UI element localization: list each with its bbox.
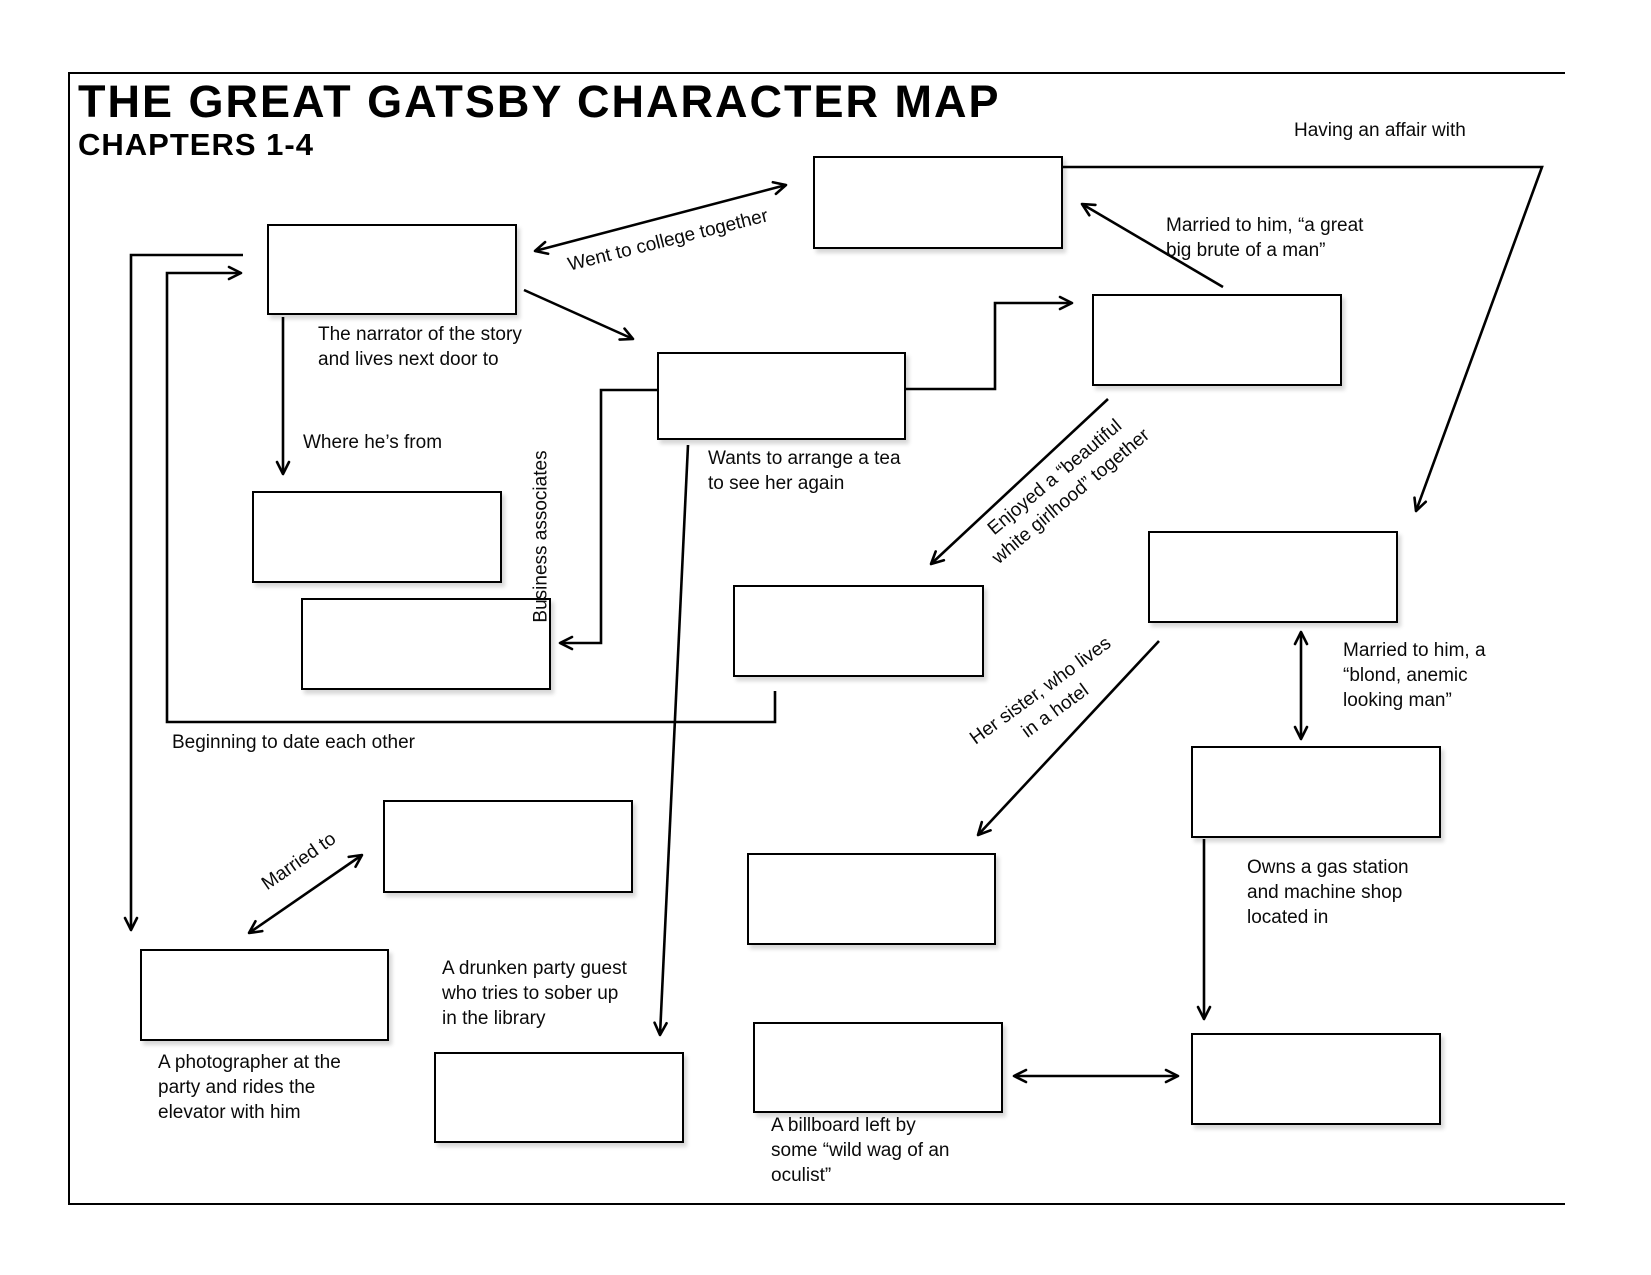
her-sister-arrow: [976, 640, 1160, 837]
gatsby-daisy-connector: [903, 295, 1074, 391]
label-married-blond-anemic: Married to him, a “blond, anemic looking…: [1343, 640, 1486, 711]
label-owns-gas-station: Owns a gas station and machine shop loca…: [1247, 857, 1409, 928]
page-border: [68, 72, 1565, 1205]
character-box-jordan: [733, 585, 984, 677]
label-photographer-elevator: A photographer at the party and rides th…: [158, 1052, 341, 1123]
dating-connector: [165, 265, 777, 724]
went-to-college-arrow: [533, 180, 788, 256]
character-box-catherine: [747, 853, 996, 945]
character-box-midwest: [252, 491, 502, 583]
label-drunken-party-guest: A drunken party guest who tries to sober…: [442, 958, 627, 1029]
character-box-eckleburg-billboard: [753, 1022, 1003, 1113]
character-box-wolfsheim: [301, 598, 551, 690]
character-box-valley-of-ashes: [1191, 1033, 1441, 1125]
label-wants-to-arrange-tea: Wants to arrange a tea to see her again: [708, 448, 901, 494]
girlhood-arrow: [929, 398, 1109, 566]
label-business-associates: Business associates: [530, 450, 552, 623]
married-brute-arrow: [1080, 202, 1224, 289]
label-billboard-oculist: A billboard left by some “wild wag of an…: [771, 1115, 950, 1186]
page-title: THE GREAT GATSBY CHARACTER MAP: [78, 76, 1001, 127]
label-married-big-brute: Married to him, “a great big brute of a …: [1166, 215, 1364, 261]
label-narrator-lives-next-door: The narrator of the story and lives next…: [318, 324, 522, 370]
having-affair-arrow: [1061, 165, 1544, 513]
label-having-an-affair-with: Having an affair with: [1294, 120, 1466, 141]
label-beginning-to-date: Beginning to date each other: [172, 732, 415, 753]
lives-next-door-arrow: [523, 288, 635, 341]
character-box-mckee: [140, 949, 389, 1041]
character-box-tom: [813, 156, 1063, 249]
character-box-gatsby: [657, 352, 906, 440]
label-where-hes-from: Where he’s from: [303, 432, 443, 453]
character-box-mrs-mckee: [383, 800, 633, 893]
tea-long-arrow: [653, 444, 690, 1037]
character-box-myrtle: [1148, 531, 1398, 623]
business-associates-connector: [558, 388, 657, 651]
character-box-owl-eyes: [434, 1052, 684, 1143]
page-subtitle: CHAPTERS 1-4: [78, 127, 314, 162]
character-box-george-wilson: [1191, 746, 1441, 838]
married-to-arrow: [247, 853, 364, 935]
photographer-connector: [123, 253, 243, 932]
character-box-daisy: [1092, 294, 1342, 386]
character-box-nick: [267, 224, 517, 315]
